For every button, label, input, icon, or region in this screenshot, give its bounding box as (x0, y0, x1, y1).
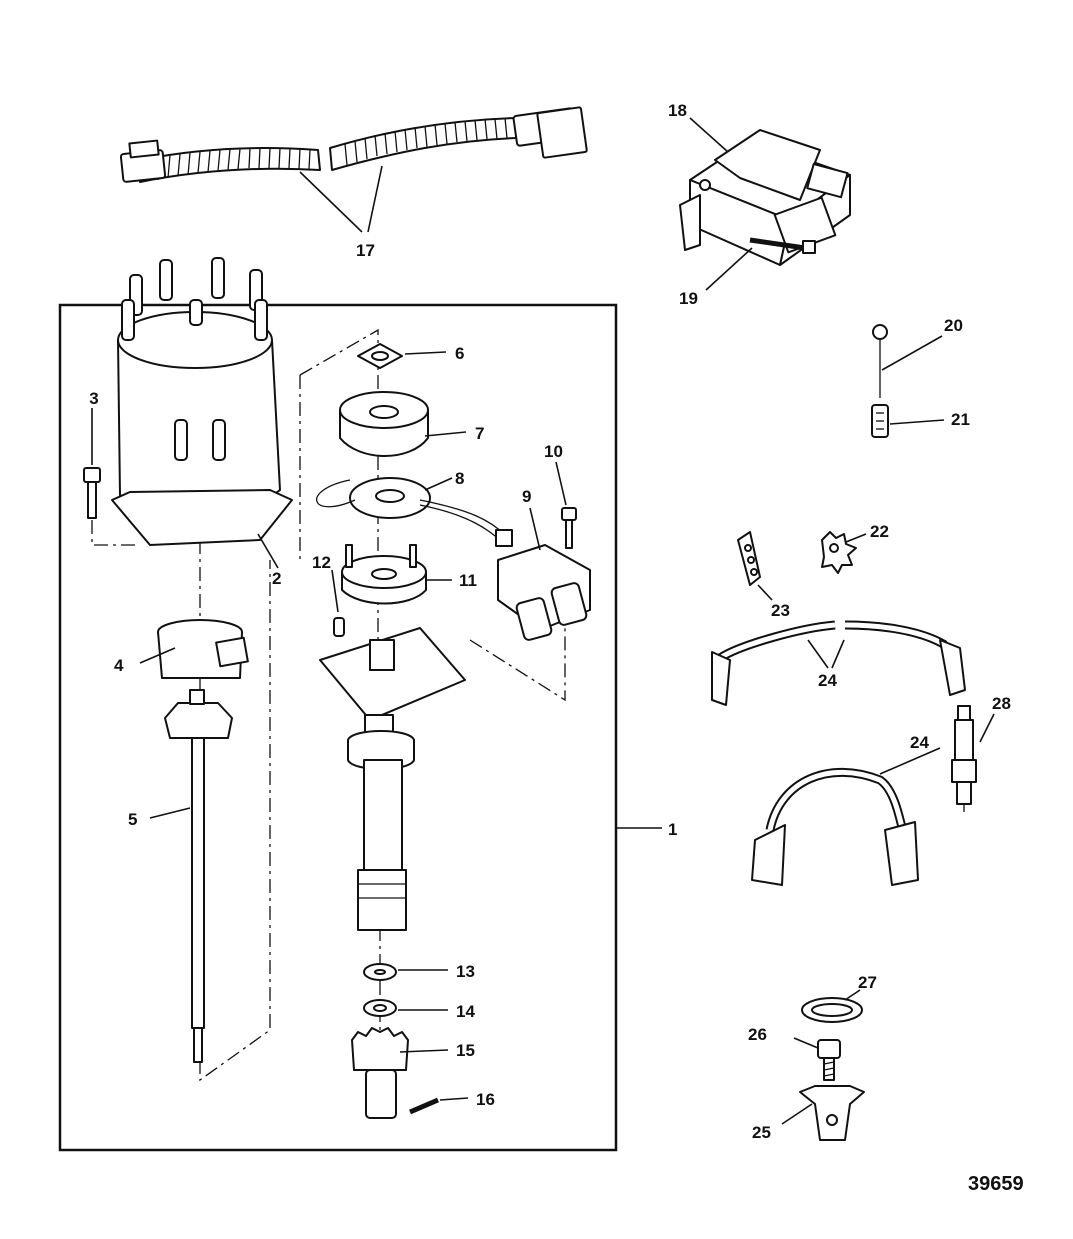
callout-27: 27 (858, 973, 877, 992)
part-14-washer (363, 999, 397, 1017)
part-3-cap-screw (83, 467, 101, 519)
part-10-module-screw (561, 507, 577, 549)
callout-24: 24 (818, 671, 837, 690)
part-23-wire-separator (737, 531, 761, 586)
part-16-roll-pin (409, 1097, 439, 1115)
callout-5: 5 (128, 810, 137, 829)
part-24-spark-plug-wire-lower (751, 767, 919, 886)
callout-21: 21 (951, 410, 970, 429)
callout-2: 2 (272, 569, 281, 588)
part-5-drive-shaft (164, 689, 233, 1063)
part-8-pickup-coil (316, 477, 513, 547)
figure-reference-number: 39659 (968, 1173, 1024, 1195)
part-12-pin (333, 617, 345, 637)
callout-19: 19 (679, 289, 698, 308)
callout-18: 18 (668, 101, 687, 120)
part-26-bolt (817, 1039, 841, 1081)
part-25-bracket (799, 1085, 865, 1141)
callout-14: 14 (456, 1002, 475, 1021)
part-2-distributor-cap (111, 257, 293, 546)
part-17-wire-harness (119, 106, 588, 183)
callout-13: 13 (456, 962, 475, 981)
callout-1: 1 (668, 820, 677, 839)
callout-labels: 1 2 3 4 5 6 7 8 9 10 11 12 13 14 15 16 1… (89, 101, 1011, 1142)
callout-25: 25 (752, 1123, 771, 1142)
callout-8: 8 (455, 469, 464, 488)
part-7-rotor (339, 391, 429, 457)
callout-26: 26 (748, 1025, 767, 1044)
part-24-spark-plug-wire-upper (711, 620, 966, 706)
callout-12: 12 (312, 553, 331, 572)
part-4-housing (157, 619, 249, 679)
part-18-ignition-coil (679, 129, 851, 266)
callout-6: 6 (455, 344, 464, 363)
callout-11: 11 (459, 571, 477, 590)
callout-16: 16 (476, 1090, 495, 1109)
part-15-drive-gear (351, 1027, 409, 1119)
part-13-shim (363, 963, 397, 981)
part-28-spark-plug (951, 705, 977, 812)
part-27-washer (801, 997, 863, 1023)
callout-20: 20 (944, 316, 963, 335)
callout-22: 22 (870, 522, 889, 541)
part-11-pole-piece (341, 544, 427, 605)
callout-15: 15 (456, 1041, 475, 1060)
part-19-bolt (749, 237, 816, 254)
distributor-assembly-frame (58, 303, 618, 1152)
part-6-gasket (357, 343, 403, 369)
part-22-wire-separator (821, 531, 857, 574)
callout-7: 7 (475, 424, 484, 443)
callout-3: 3 (89, 389, 98, 408)
callout-28: 28 (992, 694, 1011, 713)
callout-17: 17 (356, 241, 375, 260)
callout-9: 9 (522, 487, 531, 506)
callout-10: 10 (544, 442, 563, 461)
distributor-housing (319, 627, 466, 931)
part-9-ignition-module (497, 544, 591, 641)
callout-23: 23 (771, 601, 790, 620)
callout-4: 4 (114, 656, 124, 675)
part-21-clip (871, 404, 889, 438)
part-20-ground-strap (872, 324, 888, 398)
callout-24-lower: 24 (910, 733, 929, 752)
